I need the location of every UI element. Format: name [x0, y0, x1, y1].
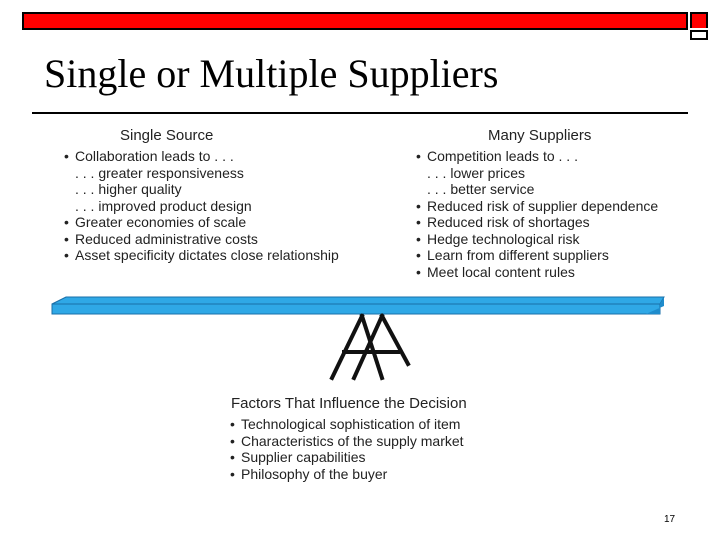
- list-item: Hedge technological risk: [416, 231, 658, 248]
- fulcrum-icon: [329, 313, 411, 381]
- list-item: . . . higher quality: [75, 181, 182, 197]
- seesaw-plank: [51, 303, 661, 315]
- list-item: Reduced risk of shortages: [416, 214, 658, 231]
- single-source-list: Collaboration leads to . . .. . . greate…: [64, 148, 339, 264]
- list-item: Philosophy of the buyer: [230, 466, 464, 483]
- corner-accent: [688, 12, 708, 40]
- list-item: . . . lower prices: [427, 164, 526, 181]
- list-item: . . . better service: [427, 181, 535, 197]
- many-suppliers-heading: Many Suppliers: [488, 127, 592, 144]
- list-item: Collaboration leads to . . .: [64, 148, 339, 165]
- list-item: Characteristics of the supply market: [230, 433, 464, 450]
- list-item: Reduced administrative costs: [64, 231, 339, 248]
- header-accent-bar: [22, 12, 688, 30]
- list-item: Technological sophistication of item: [230, 416, 464, 433]
- seesaw-plank-top: [51, 296, 665, 305]
- list-item: Competition leads to . . .: [416, 148, 658, 165]
- title-divider: [32, 112, 688, 114]
- list-item: Greater economies of scale: [64, 214, 339, 231]
- factors-heading: Factors That Influence the Decision: [231, 395, 467, 412]
- list-item: Meet local content rules: [416, 264, 658, 281]
- list-item: Learn from different suppliers: [416, 247, 658, 264]
- single-source-heading: Single Source: [120, 127, 214, 144]
- list-item: Reduced risk of supplier dependence: [416, 198, 658, 215]
- list-item: . . . improved product design: [75, 197, 252, 214]
- list-item: . . . greater responsiveness: [75, 164, 244, 181]
- page-number: 17: [664, 514, 676, 525]
- many-suppliers-list: Competition leads to . . .. . . lower pr…: [416, 148, 658, 280]
- seesaw-plank-end: [646, 297, 664, 314]
- list-item: Supplier capabilities: [230, 449, 464, 466]
- slide-title: Single or Multiple Suppliers: [44, 51, 499, 96]
- list-item: Asset specificity dictates close relatio…: [64, 247, 339, 264]
- factors-list: Technological sophistication of itemChar…: [230, 416, 464, 482]
